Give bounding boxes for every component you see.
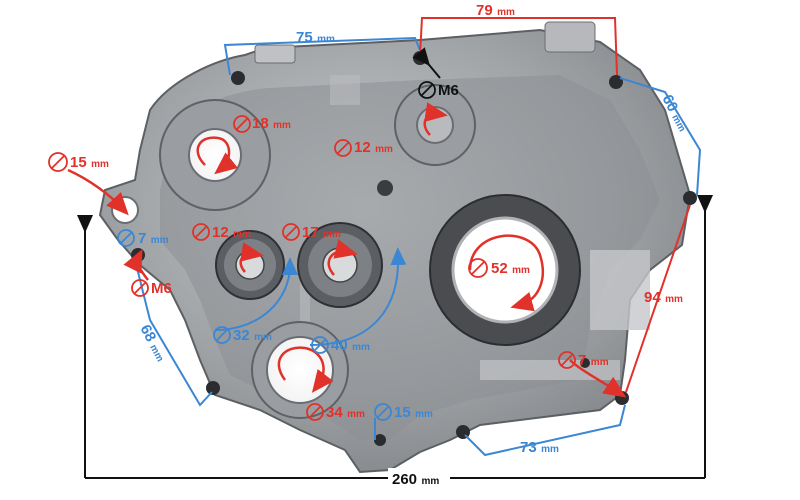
dim-75: [223, 36, 423, 76]
dia-symbol-12-bearing: [192, 223, 210, 241]
dim-32-arc: [214, 257, 298, 331]
label-73: 73 mm: [520, 439, 559, 456]
arrow-34: [277, 346, 334, 393]
rib: [590, 250, 650, 330]
label-68: 68 mm: [136, 322, 169, 364]
dia-symbol-m6-left: [131, 279, 149, 297]
rib: [330, 75, 360, 105]
label-32: 32 mm: [233, 327, 272, 344]
diameter-symbols: [48, 81, 576, 421]
label-17-bearing: 17 mm: [302, 224, 341, 241]
label-7-right: 7 mm: [578, 352, 609, 369]
dim-68: [134, 259, 213, 407]
dia-symbol-40: [311, 336, 329, 354]
bolt-hole: [615, 391, 629, 405]
label-15-bottom: 15 mm: [394, 404, 433, 421]
bolt-hole: [374, 434, 386, 446]
bolt-hole: [377, 180, 393, 196]
arrow-18: [196, 136, 239, 175]
label-34: 34 mm: [326, 404, 365, 421]
dim-94: [625, 204, 691, 393]
label-260: 260 mm: [392, 471, 439, 488]
bolt-hole: [231, 71, 245, 85]
arrow-12-bearing: [239, 242, 264, 273]
top-bracket: [544, 21, 596, 53]
bolt-hole: [206, 381, 220, 395]
label-94: 94 mm: [644, 289, 683, 306]
dia-symbol-34: [306, 403, 324, 421]
dia-symbol-32: [213, 326, 231, 344]
arrow-7-right: [569, 359, 627, 398]
label-7-left: 7 mm: [138, 230, 169, 247]
arrow-12-top: [423, 102, 448, 136]
label-18: 18 mm: [252, 115, 291, 132]
bolt-hole: [580, 358, 590, 368]
dim-73: [464, 404, 626, 457]
m6-leader: [412, 47, 441, 79]
label-12-bearing: 12 mm: [212, 224, 251, 241]
dim-40-arc: [309, 247, 407, 346]
dia-symbol-7-left: [117, 229, 135, 247]
label-m6-left: M6: [151, 280, 172, 297]
diameter-arrows: [67, 102, 627, 398]
bolt-hole: [609, 75, 623, 89]
hole-12-top: [416, 106, 454, 144]
label-75: 75 mm: [296, 29, 335, 46]
label-260-bg: [388, 468, 450, 488]
label-m6-top: M6: [438, 82, 459, 99]
label-79: 79 mm: [476, 2, 515, 19]
dia-symbol-18: [233, 115, 251, 133]
dia-symbol-15-left: [48, 152, 68, 172]
dim-79: [419, 17, 618, 76]
rib: [300, 280, 310, 340]
bolt-hole: [683, 191, 697, 205]
label-12-top: 12 mm: [354, 139, 393, 156]
dim-60: [619, 77, 702, 196]
arrow-17-bearing: [327, 239, 358, 276]
label-15-left: 15 mm: [70, 154, 109, 171]
dia-symbol-m6-top: [418, 81, 436, 99]
dia-symbol-17-bearing: [282, 223, 300, 241]
label-52: 52 mm: [491, 260, 530, 277]
dia-symbol-15-bottom: [374, 403, 392, 421]
dia-symbol-12-top: [334, 139, 352, 157]
label-40: 40 mm: [331, 337, 370, 354]
dia-symbol-7-right: [558, 351, 576, 369]
dia-symbol-52: [468, 258, 488, 278]
top-tab: [254, 44, 296, 64]
arrow-15-left: [67, 168, 129, 216]
arrow-52: [468, 234, 545, 312]
arrow-m6-left: [123, 249, 149, 281]
